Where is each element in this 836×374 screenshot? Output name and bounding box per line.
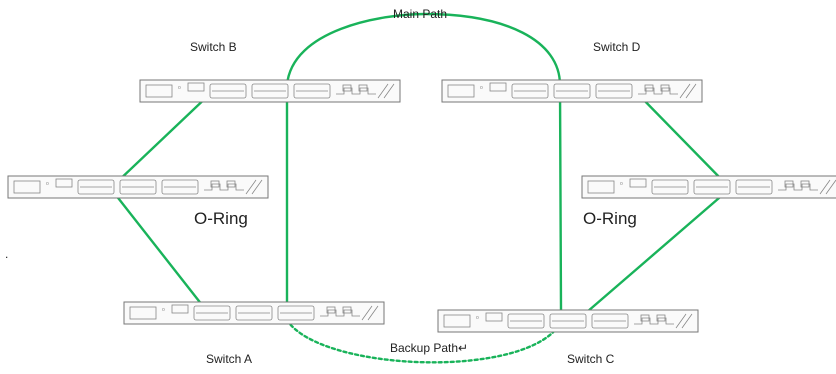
link-b-left — [113, 90, 214, 186]
main-path-link — [285, 12, 563, 312]
left-ring-label: O-Ring — [194, 209, 248, 228]
switch-b-device — [139, 79, 401, 103]
link-right-c — [578, 190, 728, 320]
switch-c-device — [437, 309, 699, 333]
switch-right-device — [581, 175, 836, 199]
switch-d-label: Switch D — [593, 40, 641, 54]
switch-left-device — [7, 175, 269, 199]
backup-path-link — [285, 318, 563, 364]
link-d-right — [634, 90, 728, 186]
switch-a-device — [123, 301, 385, 325]
right-ring-label: O-Ring — [583, 209, 637, 228]
switch-b-label: Switch B — [190, 40, 237, 54]
backup-path-label: Backup Path↵ — [390, 341, 468, 355]
switch-d-device — [441, 79, 703, 103]
switch-a-label: Switch A — [206, 352, 252, 366]
main-path-label: Main Path — [393, 7, 447, 21]
dot-mark: . — [5, 247, 8, 261]
link-left-a — [113, 192, 208, 312]
switch-c-label: Switch C — [567, 352, 615, 366]
